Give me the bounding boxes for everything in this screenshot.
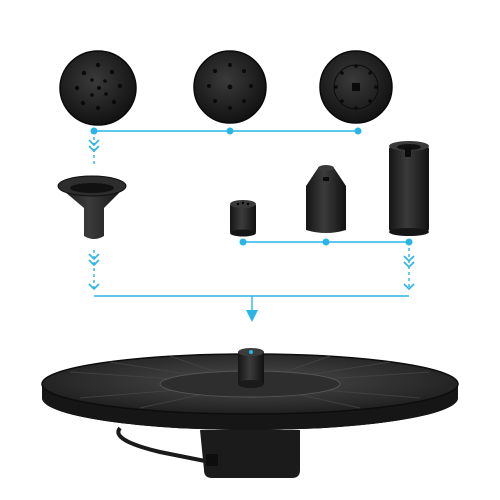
funnel-nozzle [57, 175, 127, 239]
spray-plate-3 [319, 50, 393, 124]
main-arrow-icon [246, 310, 258, 322]
connector-dots [90, 127, 413, 246]
spray-plate-1 [59, 50, 137, 126]
tall-tube-nozzle [389, 141, 429, 236]
short-nozzle [230, 200, 256, 237]
solar-fountain-pump [41, 348, 459, 478]
cone-nozzle [306, 165, 346, 233]
arrow-down-icons [88, 139, 415, 291]
spray-plate-2 [193, 50, 267, 124]
